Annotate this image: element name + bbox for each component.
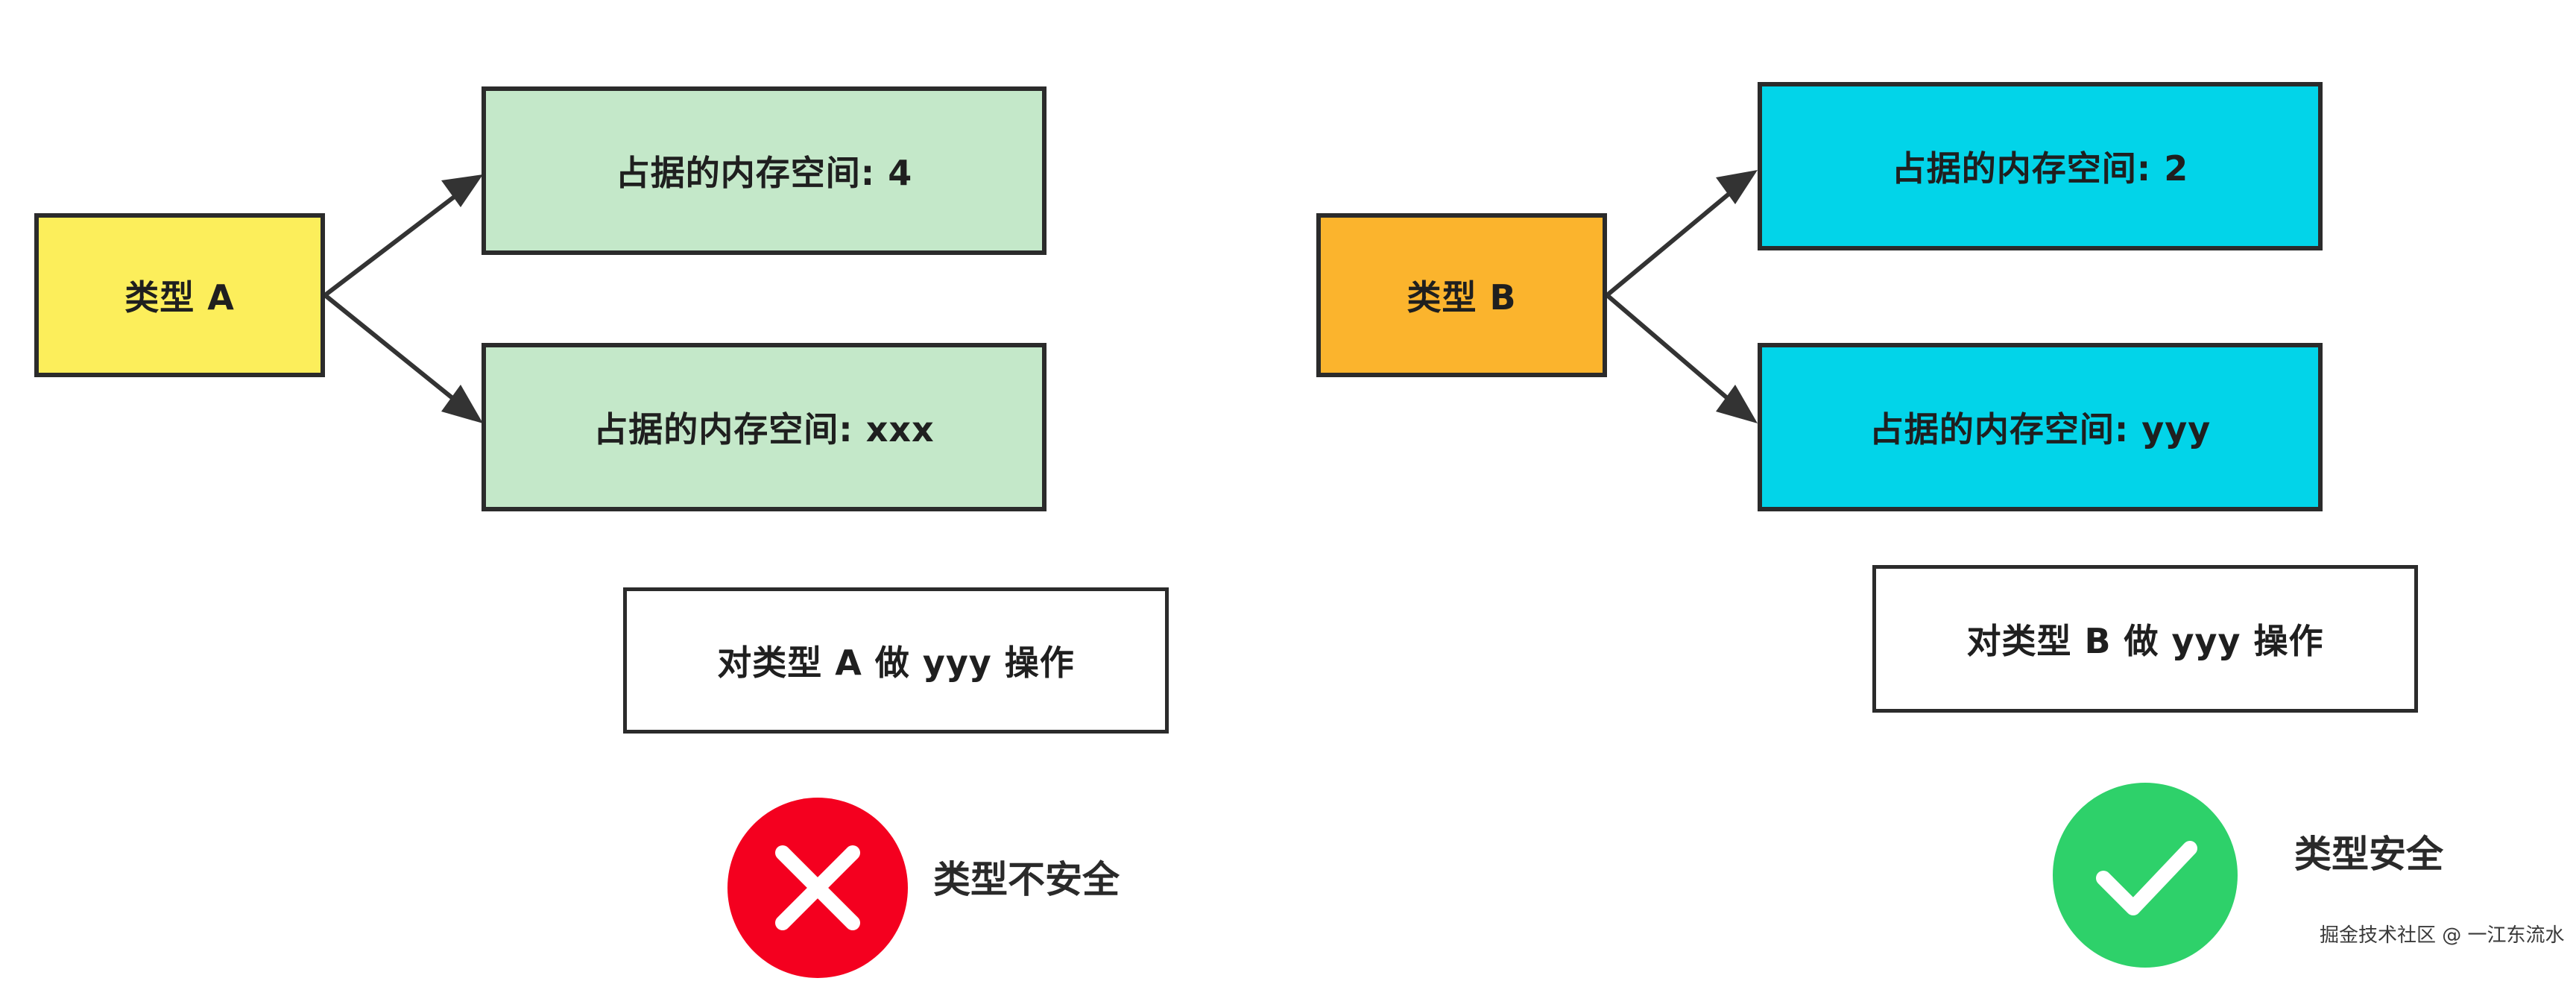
type-b-memory-top-label: 占据的内存空间: 2	[1891, 148, 2189, 189]
type-b-memory-bottom-label: 占据的内存空间: yyy	[1869, 409, 2212, 450]
type-a-box: 类型 A	[34, 213, 325, 377]
type-b-operation-label: 对类型 B 做 yyy 操作	[1966, 621, 2324, 661]
type-a-operation-label: 对类型 A 做 yyy 操作	[717, 643, 1075, 683]
error-badge	[727, 798, 908, 978]
type-b-memory-top-box: 占据的内存空间: 2	[1758, 82, 2323, 250]
arrow-b-top	[1606, 190, 1732, 297]
type-a-memory-bottom-box: 占据的内存空间: xxx	[482, 343, 1046, 511]
type-a-operation-box: 对类型 A 做 yyy 操作	[623, 587, 1169, 734]
type-a-memory-top-box: 占据的内存空间: 4	[482, 86, 1046, 255]
close-icon	[775, 845, 860, 930]
watermark: 掘金技术社区 @ 一江东流水	[2320, 924, 2565, 947]
type-a-memory-bottom-label: 占据的内存空间: xxx	[593, 409, 935, 450]
type-b-memory-bottom-box: 占据的内存空间: yyy	[1758, 343, 2323, 511]
type-safe-label: 类型安全	[2294, 833, 2443, 876]
type-unsafe-label: 类型不安全	[933, 858, 1120, 901]
arrow-a-top	[323, 193, 458, 297]
arrow-b-bottom	[1606, 293, 1732, 403]
type-b-box: 类型 B	[1316, 213, 1607, 377]
check-icon	[2096, 841, 2197, 915]
arrow-a-bottom	[323, 293, 458, 403]
type-b-label: 类型 B	[1407, 277, 1517, 318]
success-badge	[2053, 783, 2238, 968]
type-b-operation-box: 对类型 B 做 yyy 操作	[1872, 565, 2418, 713]
type-a-label: 类型 A	[124, 277, 235, 318]
type-a-memory-top-label: 占据的内存空间: 4	[615, 153, 913, 193]
